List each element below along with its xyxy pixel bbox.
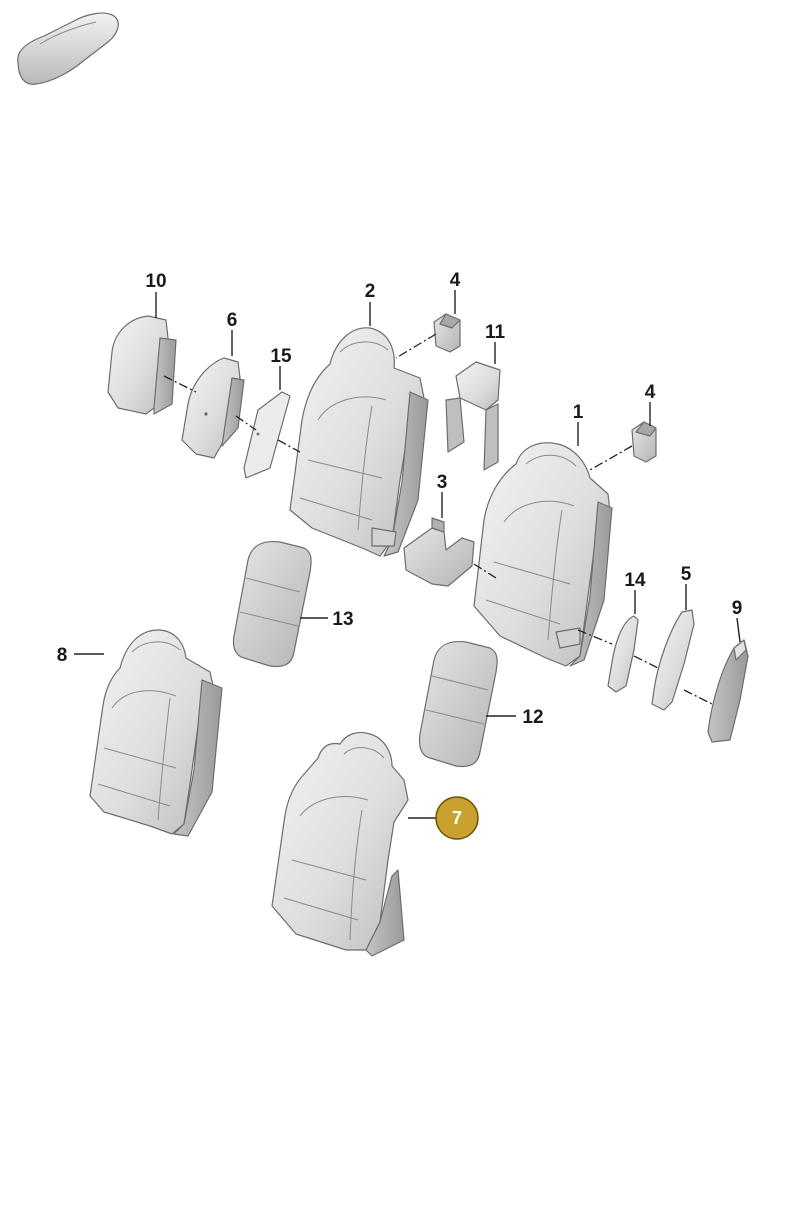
callout-7-highlighted[interactable]: 7 [435, 796, 479, 840]
leader-lines [74, 290, 741, 819]
callout-labels: 10 6 15 2 4 11 1 4 3 14 5 9 8 13 12 [57, 270, 743, 728]
part-2-seat-back[interactable] [289, 327, 429, 557]
part-7-seat-back[interactable] [271, 731, 409, 957]
alignment-lines [163, 333, 713, 705]
part-5-strip[interactable] [651, 609, 695, 711]
callout-2[interactable]: 2 [365, 281, 376, 302]
callout-9[interactable]: 9 [732, 598, 743, 619]
car-silhouette-icon[interactable] [17, 12, 119, 85]
part-9-trim[interactable] [707, 639, 749, 743]
part-4-bracket-upper[interactable] [433, 313, 461, 353]
callout-6[interactable]: 6 [227, 310, 238, 331]
callout-4-lower[interactable]: 4 [645, 382, 656, 403]
part-1-seat-back[interactable] [473, 442, 613, 667]
callout-11[interactable]: 11 [485, 322, 506, 343]
callout-10[interactable]: 10 [145, 271, 166, 292]
part-15-pad[interactable] [243, 391, 291, 479]
callout-5[interactable]: 5 [681, 564, 692, 585]
callout-13[interactable]: 13 [332, 609, 353, 630]
callout-7[interactable]: 7 [452, 808, 462, 828]
callout-4-upper[interactable]: 4 [450, 270, 461, 291]
callout-14[interactable]: 14 [624, 570, 646, 591]
callout-12[interactable]: 12 [522, 707, 543, 728]
part-8-seat-back[interactable] [89, 629, 223, 837]
callout-15[interactable]: 15 [270, 346, 292, 367]
part-4-bracket-lower[interactable] [631, 421, 657, 463]
callout-8[interactable]: 8 [57, 645, 68, 666]
part-11-bracket[interactable] [445, 361, 501, 471]
part-3-bracket[interactable] [403, 517, 475, 587]
part-14-strip[interactable] [607, 615, 639, 693]
part-13-pad[interactable] [232, 540, 312, 668]
callout-3[interactable]: 3 [437, 472, 448, 493]
highlight-circle[interactable] [435, 796, 479, 840]
part-6-trim[interactable] [181, 357, 245, 459]
part-12-pad[interactable] [418, 640, 498, 768]
callout-1[interactable]: 1 [573, 402, 584, 423]
part-10-side-panel[interactable] [107, 315, 177, 415]
